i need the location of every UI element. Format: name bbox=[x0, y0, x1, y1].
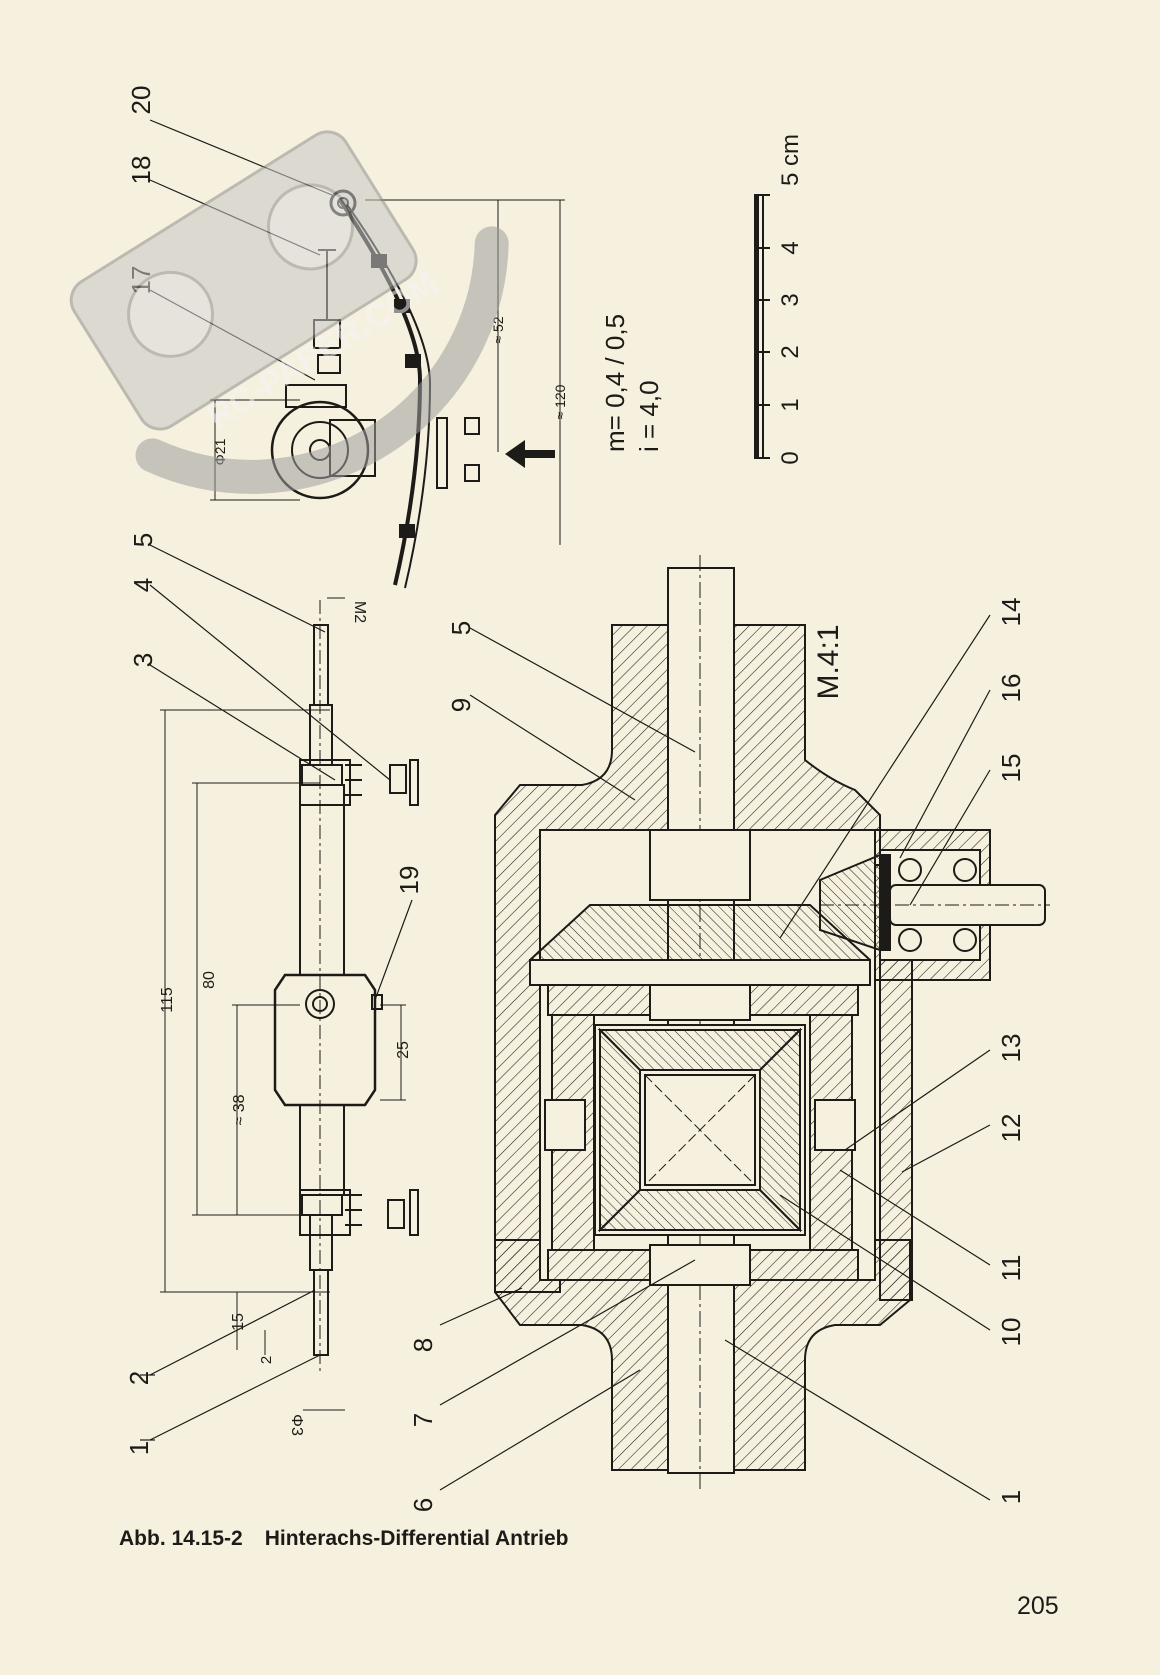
center-block bbox=[273, 973, 377, 1107]
part-label-2: 2 bbox=[124, 1371, 154, 1385]
part-label-10: 10 bbox=[996, 1318, 1026, 1347]
scale-tick-1: 1 bbox=[777, 398, 804, 411]
part-label-12: 12 bbox=[996, 1114, 1026, 1143]
scale-tick-5: 5 cm bbox=[777, 134, 804, 186]
part-label-8: 8 bbox=[408, 1338, 438, 1352]
figure-caption: Abb. 14.15-2 Hinterachs-Differential Antr… bbox=[119, 1527, 569, 1551]
section-view-labels: M.4:1 5 9 14 16 15 13 12 11 10 1 8 7 6 bbox=[408, 598, 1026, 1513]
scale-tick-3: 3 bbox=[777, 293, 804, 306]
part-label-5-top: 5 bbox=[128, 533, 158, 547]
scale-tick-2: 2 bbox=[777, 345, 804, 358]
figure-title: Hinterachs-Differential Antrieb bbox=[264, 1527, 569, 1550]
figure-number: Abb. 14.15-2 bbox=[119, 1527, 243, 1550]
gear-module: m= 0,4 / 0,5 bbox=[600, 314, 630, 452]
part-label-6: 6 bbox=[408, 1498, 438, 1512]
dim-2: 2 bbox=[258, 1356, 275, 1364]
part-label-9: 9 bbox=[446, 698, 476, 712]
part-label-14: 14 bbox=[996, 598, 1026, 627]
part-label-7: 7 bbox=[408, 1413, 438, 1427]
part-label-1-left: 1 bbox=[124, 1441, 154, 1455]
dim-120: ≈ 120 bbox=[552, 384, 568, 419]
part-label-11: 11 bbox=[996, 1255, 1026, 1282]
part-label-5: 5 bbox=[446, 621, 476, 635]
part-label-1-right: 1 bbox=[996, 1490, 1026, 1504]
part-label-13: 13 bbox=[996, 1034, 1026, 1063]
watermark-logo: RC-PAPER.COM bbox=[69, 130, 509, 494]
scale-tick-4: 4 bbox=[777, 241, 804, 254]
gear-ratio: i = 4,0 bbox=[634, 380, 664, 452]
part-label-19: 19 bbox=[394, 866, 424, 895]
dim-25: 25 bbox=[395, 1041, 412, 1059]
dim-m2: M2 bbox=[351, 601, 368, 623]
dim-52: ≈ 52 bbox=[490, 316, 506, 343]
part-label-4: 4 bbox=[128, 578, 158, 592]
part-label-16: 16 bbox=[996, 674, 1026, 703]
scale-bar: 0 1 2 3 4 5 cm bbox=[754, 134, 804, 465]
gear-spec: m= 0,4 / 0,5 i = 4,0 bbox=[600, 314, 664, 452]
section-view-drawing bbox=[439, 555, 1050, 1501]
axle-view-labels: 5 4 3 19 2 1 M2 115 80 ≈ 38 25 15 2 Φ3 bbox=[124, 533, 424, 1455]
scale-note: M.4:1 bbox=[812, 624, 845, 699]
force-arrow bbox=[505, 440, 555, 468]
dim-115: 115 bbox=[159, 987, 176, 1013]
dim-80: 80 bbox=[201, 971, 218, 989]
part-label-18: 18 bbox=[126, 156, 156, 185]
dim-38: ≈ 38 bbox=[231, 1094, 248, 1125]
scale-tick-0: 0 bbox=[777, 451, 804, 464]
page-number: 205 bbox=[1017, 1592, 1059, 1620]
dim-phi3: Φ3 bbox=[288, 1414, 305, 1436]
part-label-15: 15 bbox=[996, 754, 1026, 783]
axle-view-drawing bbox=[140, 544, 419, 1441]
part-label-20: 20 bbox=[126, 86, 156, 115]
part-label-3: 3 bbox=[128, 653, 158, 667]
dim-15: 15 bbox=[230, 1313, 247, 1331]
